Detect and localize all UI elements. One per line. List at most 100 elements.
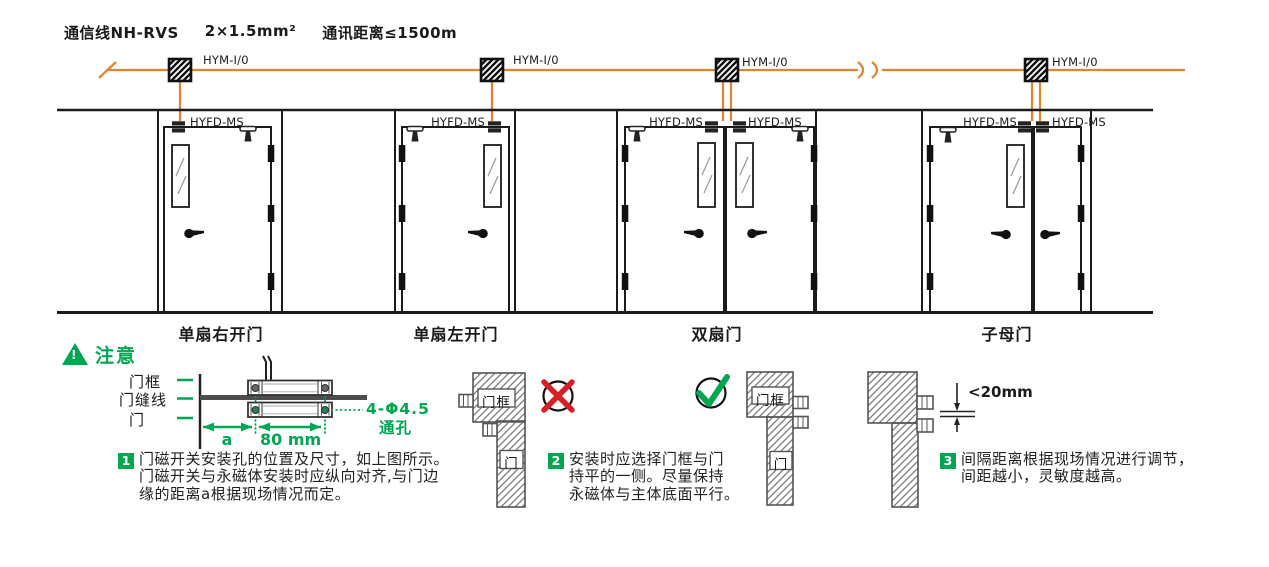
label-ticks — [177, 378, 193, 420]
window-glass-marks — [175, 156, 1022, 195]
holes-type-label: 通孔 — [379, 419, 413, 437]
permanent-magnet-body — [247, 401, 333, 418]
door-caption-double: 双扇门 — [691, 325, 743, 344]
dimension-a — [203, 422, 252, 432]
door-closer-icon — [406, 125, 424, 142]
io-module-icon — [479, 57, 505, 83]
sensor-label: HYFD-MS — [1052, 115, 1106, 129]
door-caption-single-left: 单扇左开门 — [413, 325, 499, 344]
sensor-label: HYFD-MS — [431, 115, 485, 129]
door-closer-icon — [628, 125, 646, 142]
correct-door-label: 门 — [773, 457, 789, 473]
door-window — [697, 142, 716, 208]
door-closer-icon — [939, 126, 957, 143]
warning-triangle-icon — [62, 343, 88, 365]
sensor-plug — [792, 415, 809, 429]
note-3-badge: 3 — [940, 453, 956, 469]
door-handle — [184, 228, 204, 239]
note-2-badge: 2 — [548, 453, 564, 469]
note-3-text: 间隔距离根据现场情况进行调节， 间距越小，灵敏度越高。 — [961, 450, 1194, 486]
door-caption-single-right: 单扇右开门 — [178, 325, 264, 344]
note-line: 永磁体与主体底面平行。 — [569, 484, 740, 503]
door-window — [483, 144, 502, 208]
io-module-icon — [167, 57, 193, 83]
note-line: 缘的距离a根据现场情况而定。 — [139, 484, 351, 503]
door-window — [1006, 144, 1025, 208]
note-1-text: 门磁开关安装孔的位置及尺寸，如上图所示。 门磁开关与永磁体安装时应纵向对齐,与门… — [139, 450, 450, 503]
wrong-frame-label: 门框 — [482, 395, 511, 411]
door-hinges — [267, 145, 1085, 290]
note-line: 门磁开关安装孔的位置及尺寸，如上图所示。 — [139, 450, 450, 468]
distance-spec: 通讯距离≤1500m — [322, 24, 458, 42]
wrong-mark-icon — [541, 379, 575, 413]
dotted-guides — [254, 391, 326, 437]
note-line: 持平的一侧。尽量保持 — [569, 467, 725, 486]
cable-spec: 通信线NH-RVS — [64, 24, 179, 42]
sensor-plug — [458, 393, 474, 408]
gap-diagram — [867, 371, 975, 508]
wrong-install-diagram — [458, 372, 526, 508]
line-break-icon — [871, 61, 879, 79]
door-window — [735, 142, 754, 208]
io-module-label: HYM-I/0 — [742, 55, 788, 69]
sensor-label: HYFD-MS — [190, 115, 244, 129]
sensor-plug — [482, 422, 498, 437]
switch-wires — [262, 355, 272, 381]
door-window — [171, 144, 190, 208]
door-label-box — [769, 450, 793, 471]
note-line: 门磁开关与永磁体安装时应纵向对齐,与门边 — [139, 467, 439, 486]
note-line: 安装时应选择门框与门 — [569, 450, 725, 468]
correct-install-diagram — [746, 371, 809, 506]
io-module-label: HYM-I/0 — [1052, 55, 1098, 69]
door-windows — [171, 142, 1025, 208]
door-4-small-leaf — [1033, 126, 1082, 313]
sensor-label: HYFD-MS — [963, 115, 1017, 129]
io-module-icon — [1023, 57, 1049, 83]
notice-title: 注意 — [95, 345, 138, 367]
note-line: 间距越小，灵敏度越高。 — [961, 467, 1132, 486]
door-handle — [1040, 229, 1060, 240]
gap-dimension-lines — [940, 383, 975, 432]
door-handle — [991, 229, 1011, 240]
door-handle — [468, 228, 488, 239]
door-label-box — [499, 449, 524, 470]
sensor-plug — [792, 395, 809, 410]
door-sensors — [172, 121, 1049, 133]
dim-80mm-label: 80 mm — [260, 430, 322, 449]
dim-a-label: a — [221, 430, 233, 449]
dimension-80mm — [259, 422, 321, 432]
frame-label: 门框 — [129, 373, 162, 391]
door-caption-mother-child: 子母门 — [981, 325, 1033, 344]
wire-spec: 2×1.5mm² — [204, 22, 297, 40]
io-module-label: HYM-I/0 — [513, 53, 559, 67]
note-line: 间隔距离根据现场情况进行调节， — [961, 450, 1194, 468]
door-label: 门 — [129, 411, 146, 429]
door-closer-icon — [239, 125, 257, 142]
io-module-label: HYM-I/0 — [203, 53, 249, 67]
correct-frame-label: 门框 — [756, 393, 785, 409]
line-break-icon — [857, 61, 865, 79]
holes-spec-label: 4-Φ4.5 — [366, 400, 430, 418]
warning-exclamation: ! — [71, 348, 77, 362]
note-1-badge: 1 — [118, 453, 134, 469]
door-leaves — [163, 126, 1082, 313]
door-handle — [747, 228, 767, 239]
door-closer-icons — [239, 125, 957, 143]
sensor-label: HYFD-MS — [748, 115, 802, 129]
sensor-plug — [916, 418, 934, 433]
note-2-text: 安装时应选择门框与门 持平的一侧。尽量保持 永磁体与主体底面平行。 — [569, 450, 740, 503]
door-handles — [184, 228, 1060, 240]
frame-label-box — [751, 386, 790, 405]
sensor-label: HYFD-MS — [649, 115, 703, 129]
magnetic-switch-body — [247, 355, 333, 396]
io-modules — [167, 57, 1049, 83]
header-spec-line: 通信线NH-RVS 2×1.5mm² 通讯距离≤1500m — [64, 22, 457, 43]
seam-label: 门缝线 — [119, 391, 168, 409]
door-closer-icon — [791, 125, 809, 142]
gap-dimension-label: <20mm — [968, 383, 1033, 401]
drop-wires — [178, 81, 1042, 121]
io-module-icon — [714, 57, 740, 83]
check-mark-icon — [695, 374, 730, 409]
